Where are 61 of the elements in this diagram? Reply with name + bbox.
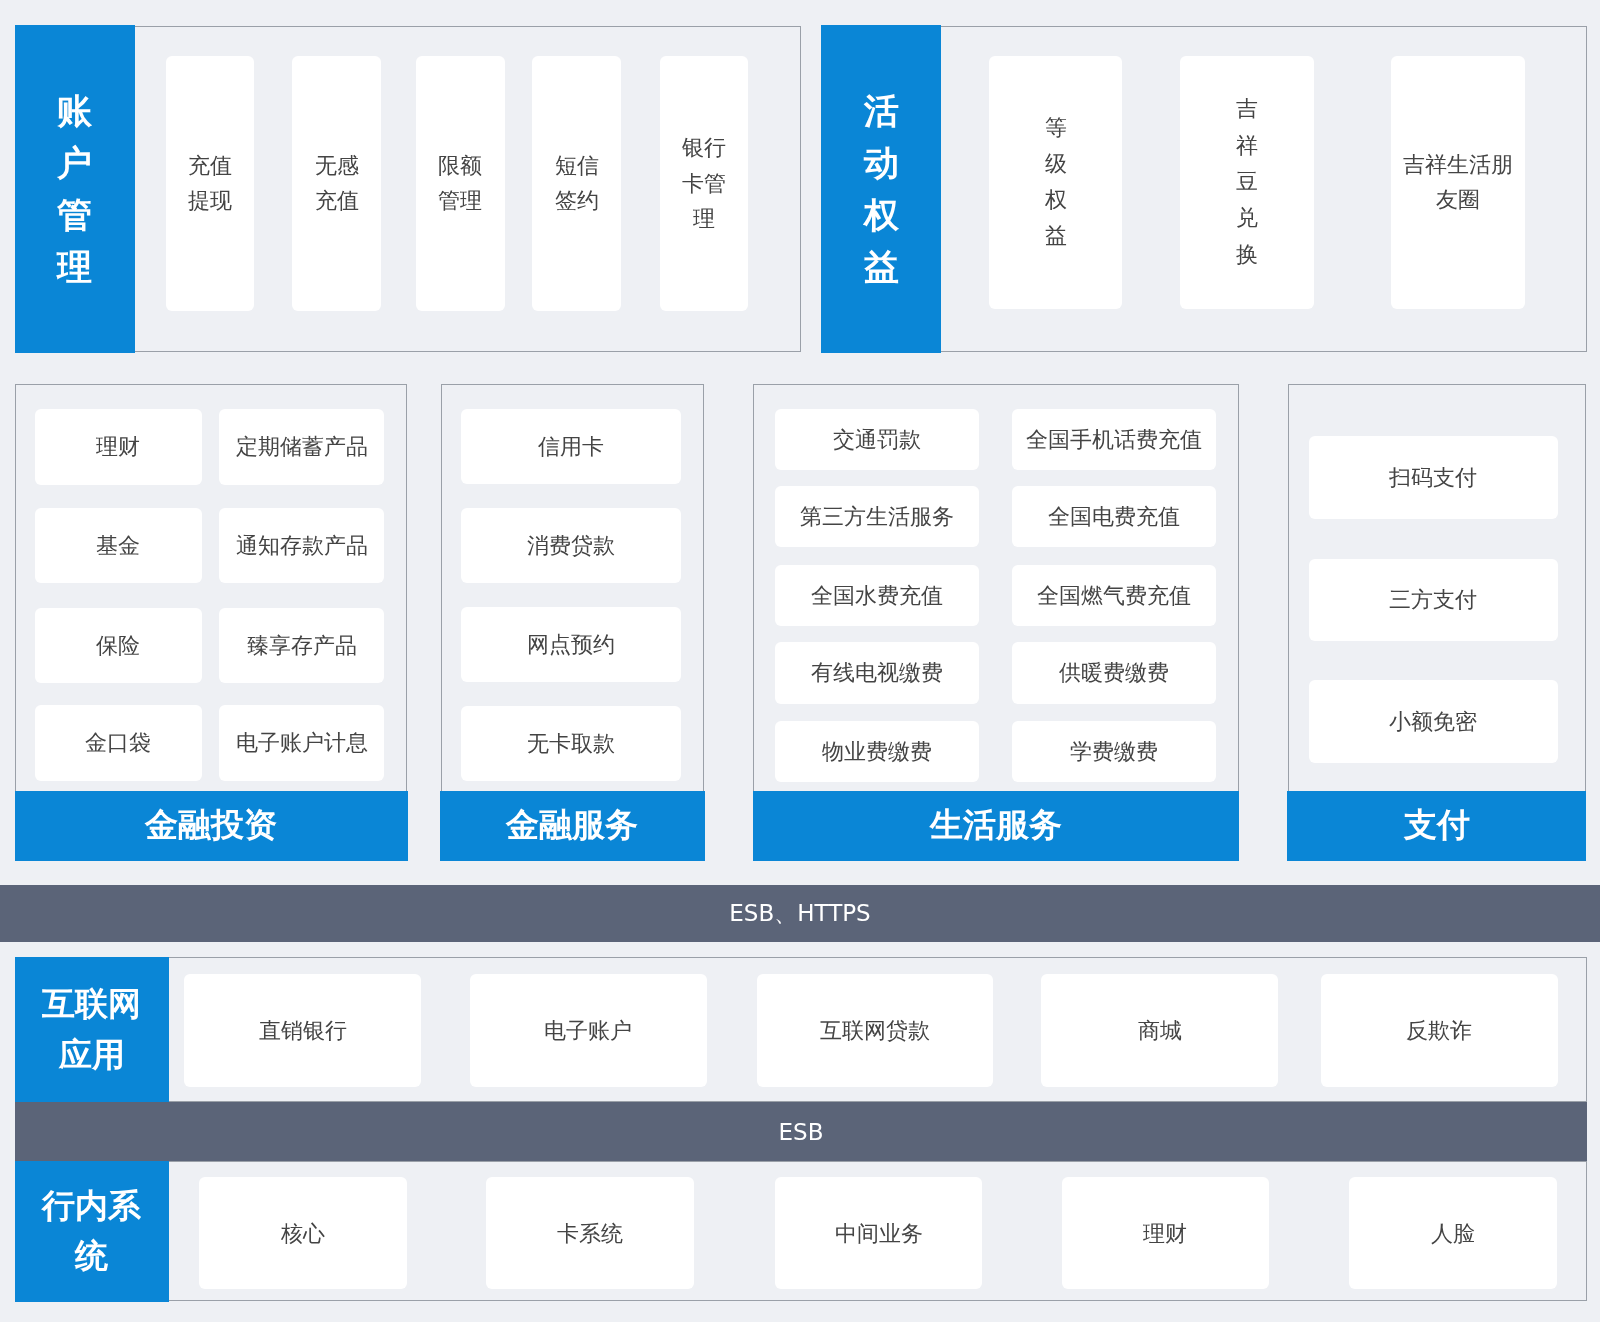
- item-card: 消费贷款: [460, 507, 682, 584]
- item-card: 交通罚款: [775, 408, 980, 470]
- item-card: 保险: [35, 607, 202, 684]
- item-card: 短信签约: [532, 55, 621, 311]
- item-card: 无卡取款: [460, 705, 682, 782]
- item-card: 限额管理: [415, 55, 505, 311]
- item-card: 扫码支付: [1308, 436, 1558, 519]
- panel-header: 行内系统: [14, 1160, 169, 1302]
- item-card: 全国水费充值: [775, 564, 980, 626]
- item-card: 物业费缴费: [775, 720, 980, 783]
- item-card: 基金: [35, 507, 202, 584]
- panel-box: [15, 25, 801, 352]
- bus-band: ESB、HTTPS: [0, 884, 1600, 942]
- item-card: 金口袋: [35, 704, 202, 782]
- item-card: 学费缴费: [1011, 720, 1216, 783]
- item-card: 无感充值: [292, 55, 382, 311]
- item-card: 供暖费缴费: [1011, 642, 1216, 704]
- item-card: 反欺诈: [1320, 974, 1558, 1088]
- item-card: 第三方生活服务: [775, 486, 980, 548]
- item-card: 人脸: [1349, 1177, 1557, 1290]
- item-card: 银行卡管理: [659, 55, 749, 311]
- item-card: 通知存款产品: [218, 507, 385, 584]
- item-card: 臻享存产品: [218, 607, 385, 684]
- item-card: 吉祥生活朋友圈: [1391, 55, 1525, 309]
- panel-box: [15, 957, 1587, 1103]
- panel-header: 金融服务: [440, 791, 705, 861]
- item-card: 核心: [199, 1177, 407, 1290]
- bus-band: ESB: [15, 1102, 1587, 1162]
- panel-header: 活动权益: [820, 25, 942, 353]
- panel-box: [753, 383, 1239, 861]
- item-card: 直销银行: [184, 974, 421, 1088]
- item-card: 吉祥豆兑换: [1180, 55, 1314, 309]
- panel-box: [1287, 383, 1586, 861]
- panel-box: [821, 25, 1587, 352]
- item-card: 卡系统: [486, 1177, 695, 1290]
- panel-box: [440, 383, 705, 861]
- item-card: 全国电费充值: [1011, 486, 1216, 548]
- item-card: 理财: [1061, 1177, 1269, 1290]
- panel-box: [15, 383, 408, 861]
- item-card: 网点预约: [460, 606, 682, 683]
- item-card: 全国燃气费充值: [1011, 564, 1216, 626]
- panel-header: 生活服务: [752, 791, 1240, 861]
- item-card: 信用卡: [460, 408, 682, 485]
- item-card: 电子账户计息: [218, 704, 385, 782]
- item-card: 理财: [35, 408, 202, 486]
- panel-box: [15, 1161, 1587, 1301]
- item-card: 互联网贷款: [756, 974, 994, 1088]
- item-card: 全国手机话费充值: [1011, 408, 1216, 470]
- item-card: 商城: [1041, 974, 1279, 1088]
- item-card: 中间业务: [775, 1177, 983, 1290]
- panel-header: 金融投资: [14, 791, 408, 861]
- item-card: 有线电视缴费: [775, 642, 980, 704]
- panel-header: 账户管理: [14, 25, 136, 353]
- panel-header: 支付: [1287, 791, 1587, 861]
- item-card: 充值提现: [165, 55, 254, 311]
- item-card: 定期储蓄产品: [218, 408, 385, 486]
- item-card: 电子账户: [469, 974, 707, 1088]
- item-card: 小额免密: [1308, 680, 1558, 763]
- item-card: 等级权益: [989, 55, 1122, 309]
- panel-header: 互联网应用: [14, 956, 169, 1103]
- item-card: 三方支付: [1308, 558, 1558, 642]
